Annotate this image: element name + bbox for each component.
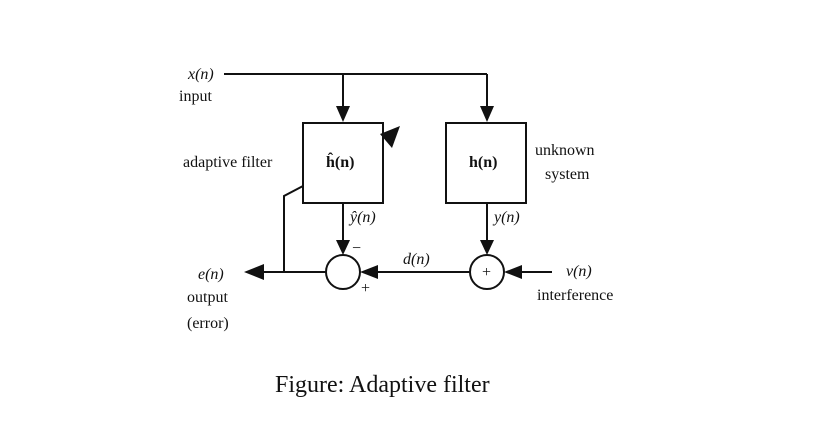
error-feedback-line: [283, 185, 304, 272]
error-label: (error): [187, 315, 229, 332]
arrow-into-subtractor: [336, 240, 350, 255]
yhat-label: ŷ(n): [348, 209, 376, 226]
d-label: d(n): [403, 251, 430, 268]
adaptation-arrow-head: [380, 126, 400, 148]
input-label: input: [179, 88, 212, 105]
interference-label: interference: [537, 287, 613, 304]
system-label: system: [545, 166, 590, 183]
adaptive-filter-block: [302, 122, 384, 204]
arrow-into-subtractor-desired: [360, 265, 378, 279]
figure-caption: Figure: Adaptive filter: [275, 372, 490, 398]
x-signal-label: x(n): [187, 66, 214, 83]
arrow-into-adaptive-filter: [336, 106, 350, 122]
arrow-into-unknown-system: [480, 106, 494, 122]
output-label: output: [187, 289, 228, 306]
adaptive-block-label: ĥ(n): [326, 151, 354, 171]
adaptive-filter-label: adaptive filter: [183, 154, 273, 171]
unknown-system-block: [445, 122, 527, 204]
subtractor-junction: [325, 254, 361, 290]
adder-plus-sign: +: [482, 264, 491, 281]
subtractor-plus-sign: +: [361, 280, 370, 297]
arrow-into-adder-interference: [504, 265, 522, 279]
v-label: v(n): [566, 263, 592, 280]
e-label: e(n): [198, 266, 224, 283]
y-label: y(n): [492, 209, 520, 226]
minus-sign: −: [352, 240, 361, 257]
unknown-block-label: h(n): [469, 154, 497, 171]
arrow-into-adder: [480, 240, 494, 255]
unknown-label: unknown: [535, 142, 595, 159]
error-output-arrow: [244, 264, 264, 280]
